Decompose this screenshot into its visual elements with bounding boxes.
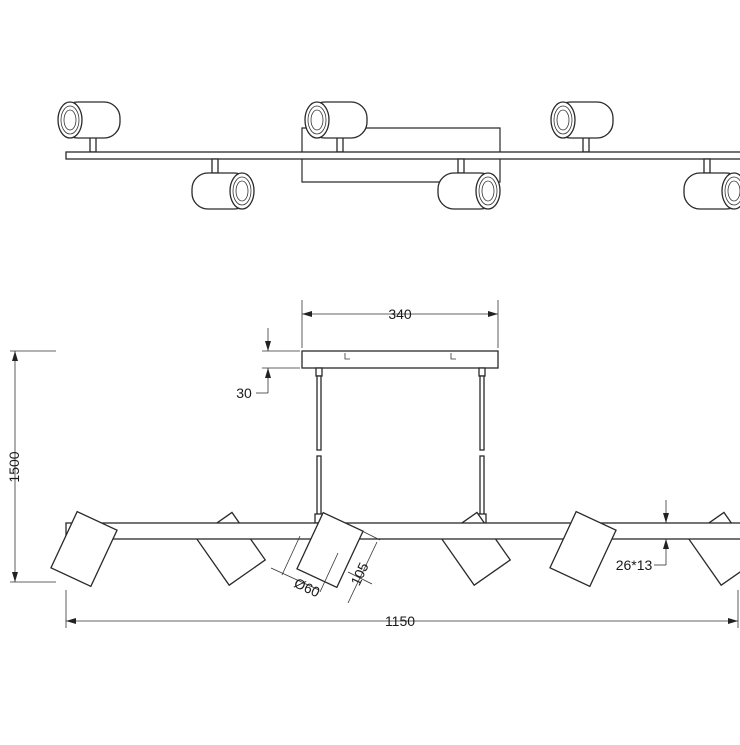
top-spot-3: [550, 101, 614, 153]
dimension-canopy-width: [301, 300, 499, 348]
top-view: [57, 101, 740, 210]
dimension-canopy-height: [256, 328, 300, 394]
total-height-label: 1500: [6, 451, 22, 482]
bar-section-label: 26*13: [616, 557, 653, 573]
dimension-total-length: [65, 590, 739, 628]
front-bar: [65, 522, 740, 540]
suspension-rod-right: [477, 367, 487, 524]
top-spot-2: [304, 101, 368, 153]
top-spot-5: [437, 158, 501, 210]
front-spot-1: [50, 510, 118, 588]
canopy-height-label: 30: [236, 385, 252, 401]
spot-length-label: 105: [347, 560, 371, 588]
top-bar: [65, 151, 740, 160]
dimension-bar-section: [654, 500, 669, 566]
canopy: [301, 350, 499, 369]
top-spot-1: [57, 101, 121, 153]
top-spot-4: [191, 158, 255, 210]
canopy-width-label: 340: [388, 306, 412, 322]
top-spot-6: [683, 158, 740, 210]
suspension-rod-left: [314, 367, 324, 524]
dimension-total-height: [10, 350, 56, 583]
front-spot-5: [549, 510, 617, 588]
top-canopy-outline: [301, 127, 501, 183]
front-view: [50, 350, 740, 589]
dimension-spot-length: [347, 529, 381, 604]
total-length-label: 1150: [385, 613, 415, 629]
dimension-spot-diameter: [270, 535, 339, 593]
front-spot-3: [296, 511, 364, 589]
